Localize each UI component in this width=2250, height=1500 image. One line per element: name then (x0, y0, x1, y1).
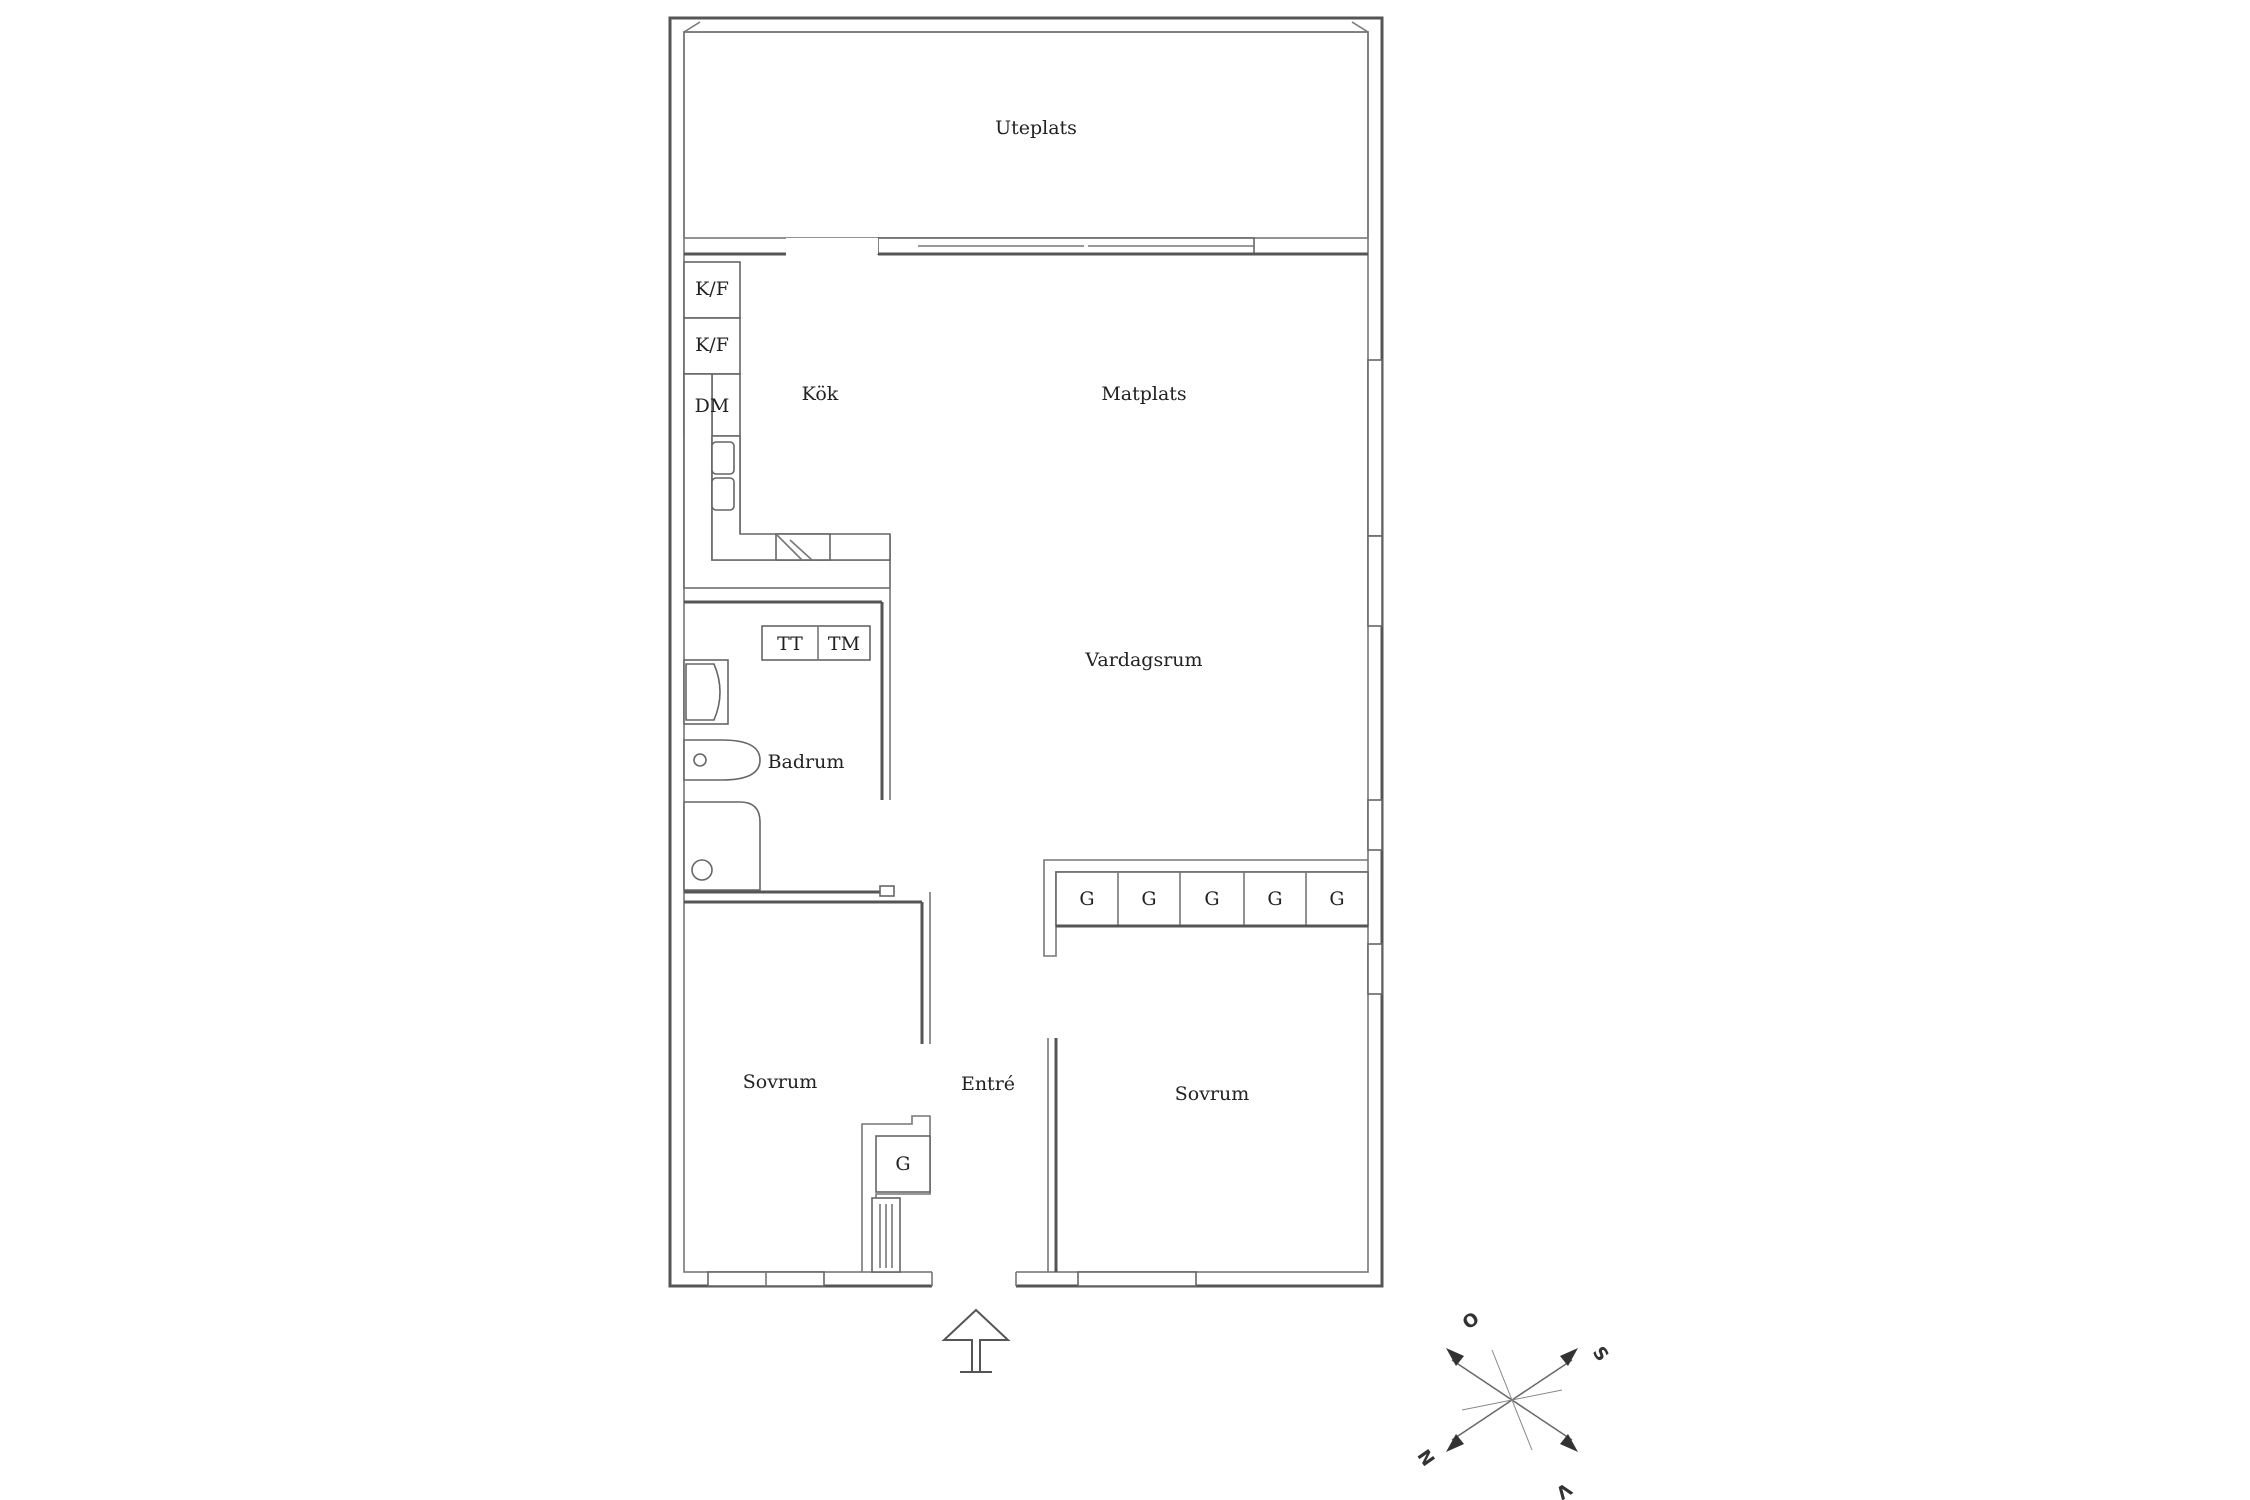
bathroom (683, 588, 891, 894)
compass-label-v: V (1552, 1478, 1576, 1500)
washer-label: TM (828, 633, 860, 655)
hall-closet (861, 1115, 931, 1273)
fridge-freezer-label: K/F (695, 334, 729, 356)
compass-label-o: O (1459, 1308, 1484, 1334)
entrance-arrow-icon (941, 1308, 1011, 1373)
room-label-matplats: Matplats (1101, 383, 1186, 405)
dishwasher-label: DM (695, 395, 730, 417)
right-bedroom-walls (1047, 1038, 1058, 1272)
compass-label-n: N (1414, 1445, 1440, 1469)
wardrobe-label: G (1204, 888, 1219, 910)
bottom-openings (707, 1270, 1197, 1288)
patio-doors (786, 237, 1255, 255)
right-windows (1367, 359, 1383, 995)
compass-icon (1446, 1348, 1578, 1452)
wardrobe-row (1043, 859, 1369, 957)
wardrobe-label: G (1141, 888, 1156, 910)
wardrobe-label: G (1267, 888, 1282, 910)
hall-closet-label: G (895, 1153, 910, 1175)
room-label-vardagsrum: Vardagsrum (1084, 649, 1202, 671)
room-label-uteplats: Uteplats (995, 117, 1077, 139)
fridge-freezer-label: K/F (695, 278, 729, 300)
wardrobe-label: G (1079, 888, 1094, 910)
room-label-entre: Entré (961, 1073, 1015, 1095)
room-label-badrum: Badrum (768, 751, 845, 773)
room-label-sovrum: Sovrum (1175, 1083, 1250, 1105)
kitchen (683, 261, 891, 589)
room-label-sovrum: Sovrum (743, 1071, 818, 1093)
dryer-label: TT (777, 633, 803, 655)
left-bedroom-walls (684, 885, 931, 1044)
wardrobe-label: G (1329, 888, 1344, 910)
room-label-kok: Kök (802, 383, 839, 405)
compass-label-s: S (1588, 1343, 1613, 1366)
